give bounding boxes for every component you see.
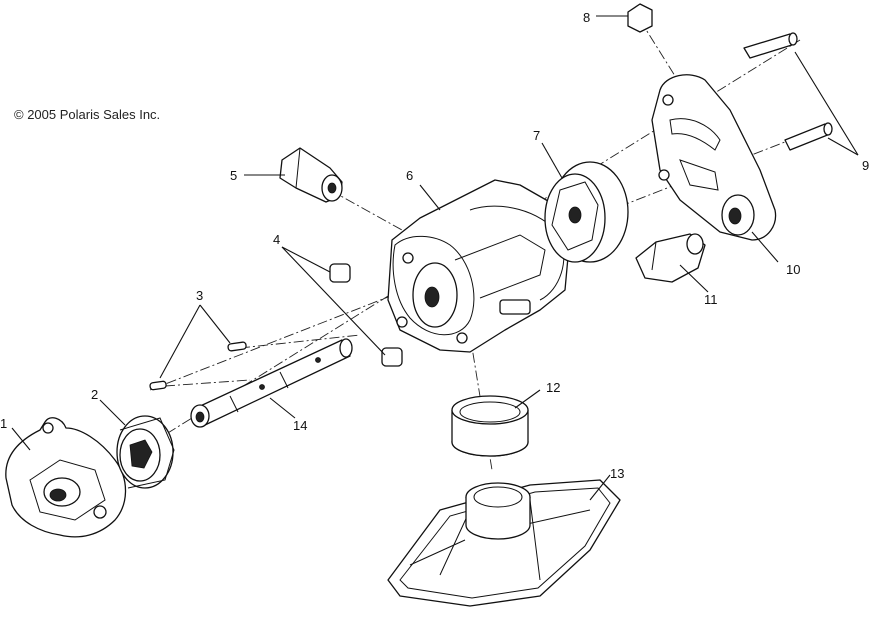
part-plug bbox=[627, 3, 653, 33]
part-end-cover bbox=[5, 417, 127, 538]
part-seal-ring bbox=[451, 395, 529, 457]
callout-4: 4 bbox=[273, 232, 280, 247]
part-fitting bbox=[279, 147, 343, 203]
part-pins bbox=[149, 341, 247, 391]
callout-1: 1 bbox=[0, 416, 7, 431]
part-outer-rotor bbox=[116, 415, 175, 489]
callout-5: 5 bbox=[230, 168, 237, 183]
part-dowel-pins bbox=[743, 32, 833, 151]
part-pickup-screen bbox=[387, 479, 621, 607]
callout-7: 7 bbox=[533, 128, 540, 143]
callout-10: 10 bbox=[786, 262, 800, 277]
callout-8: 8 bbox=[583, 10, 590, 25]
part-bushings bbox=[329, 263, 403, 367]
callout-9: 9 bbox=[862, 158, 869, 173]
callout-labels: 1 2 3 4 5 6 7 8 9 10 11 12 13 14 bbox=[0, 10, 869, 481]
callout-2: 2 bbox=[91, 387, 98, 402]
callout-11: 11 bbox=[704, 292, 718, 307]
part-cover-plate bbox=[651, 74, 777, 241]
part-nut bbox=[635, 233, 706, 283]
callout-14: 14 bbox=[293, 418, 307, 433]
callout-12: 12 bbox=[546, 380, 560, 395]
part-pump-housing bbox=[387, 179, 571, 353]
leader-lines bbox=[11, 15, 859, 501]
callout-13: 13 bbox=[610, 466, 624, 481]
part-gear-rotor bbox=[544, 161, 629, 263]
part-shaft bbox=[190, 338, 353, 428]
copyright-notice: © 2005 Polaris Sales Inc. bbox=[14, 107, 161, 122]
callout-6: 6 bbox=[406, 168, 413, 183]
callout-3: 3 bbox=[196, 288, 203, 303]
